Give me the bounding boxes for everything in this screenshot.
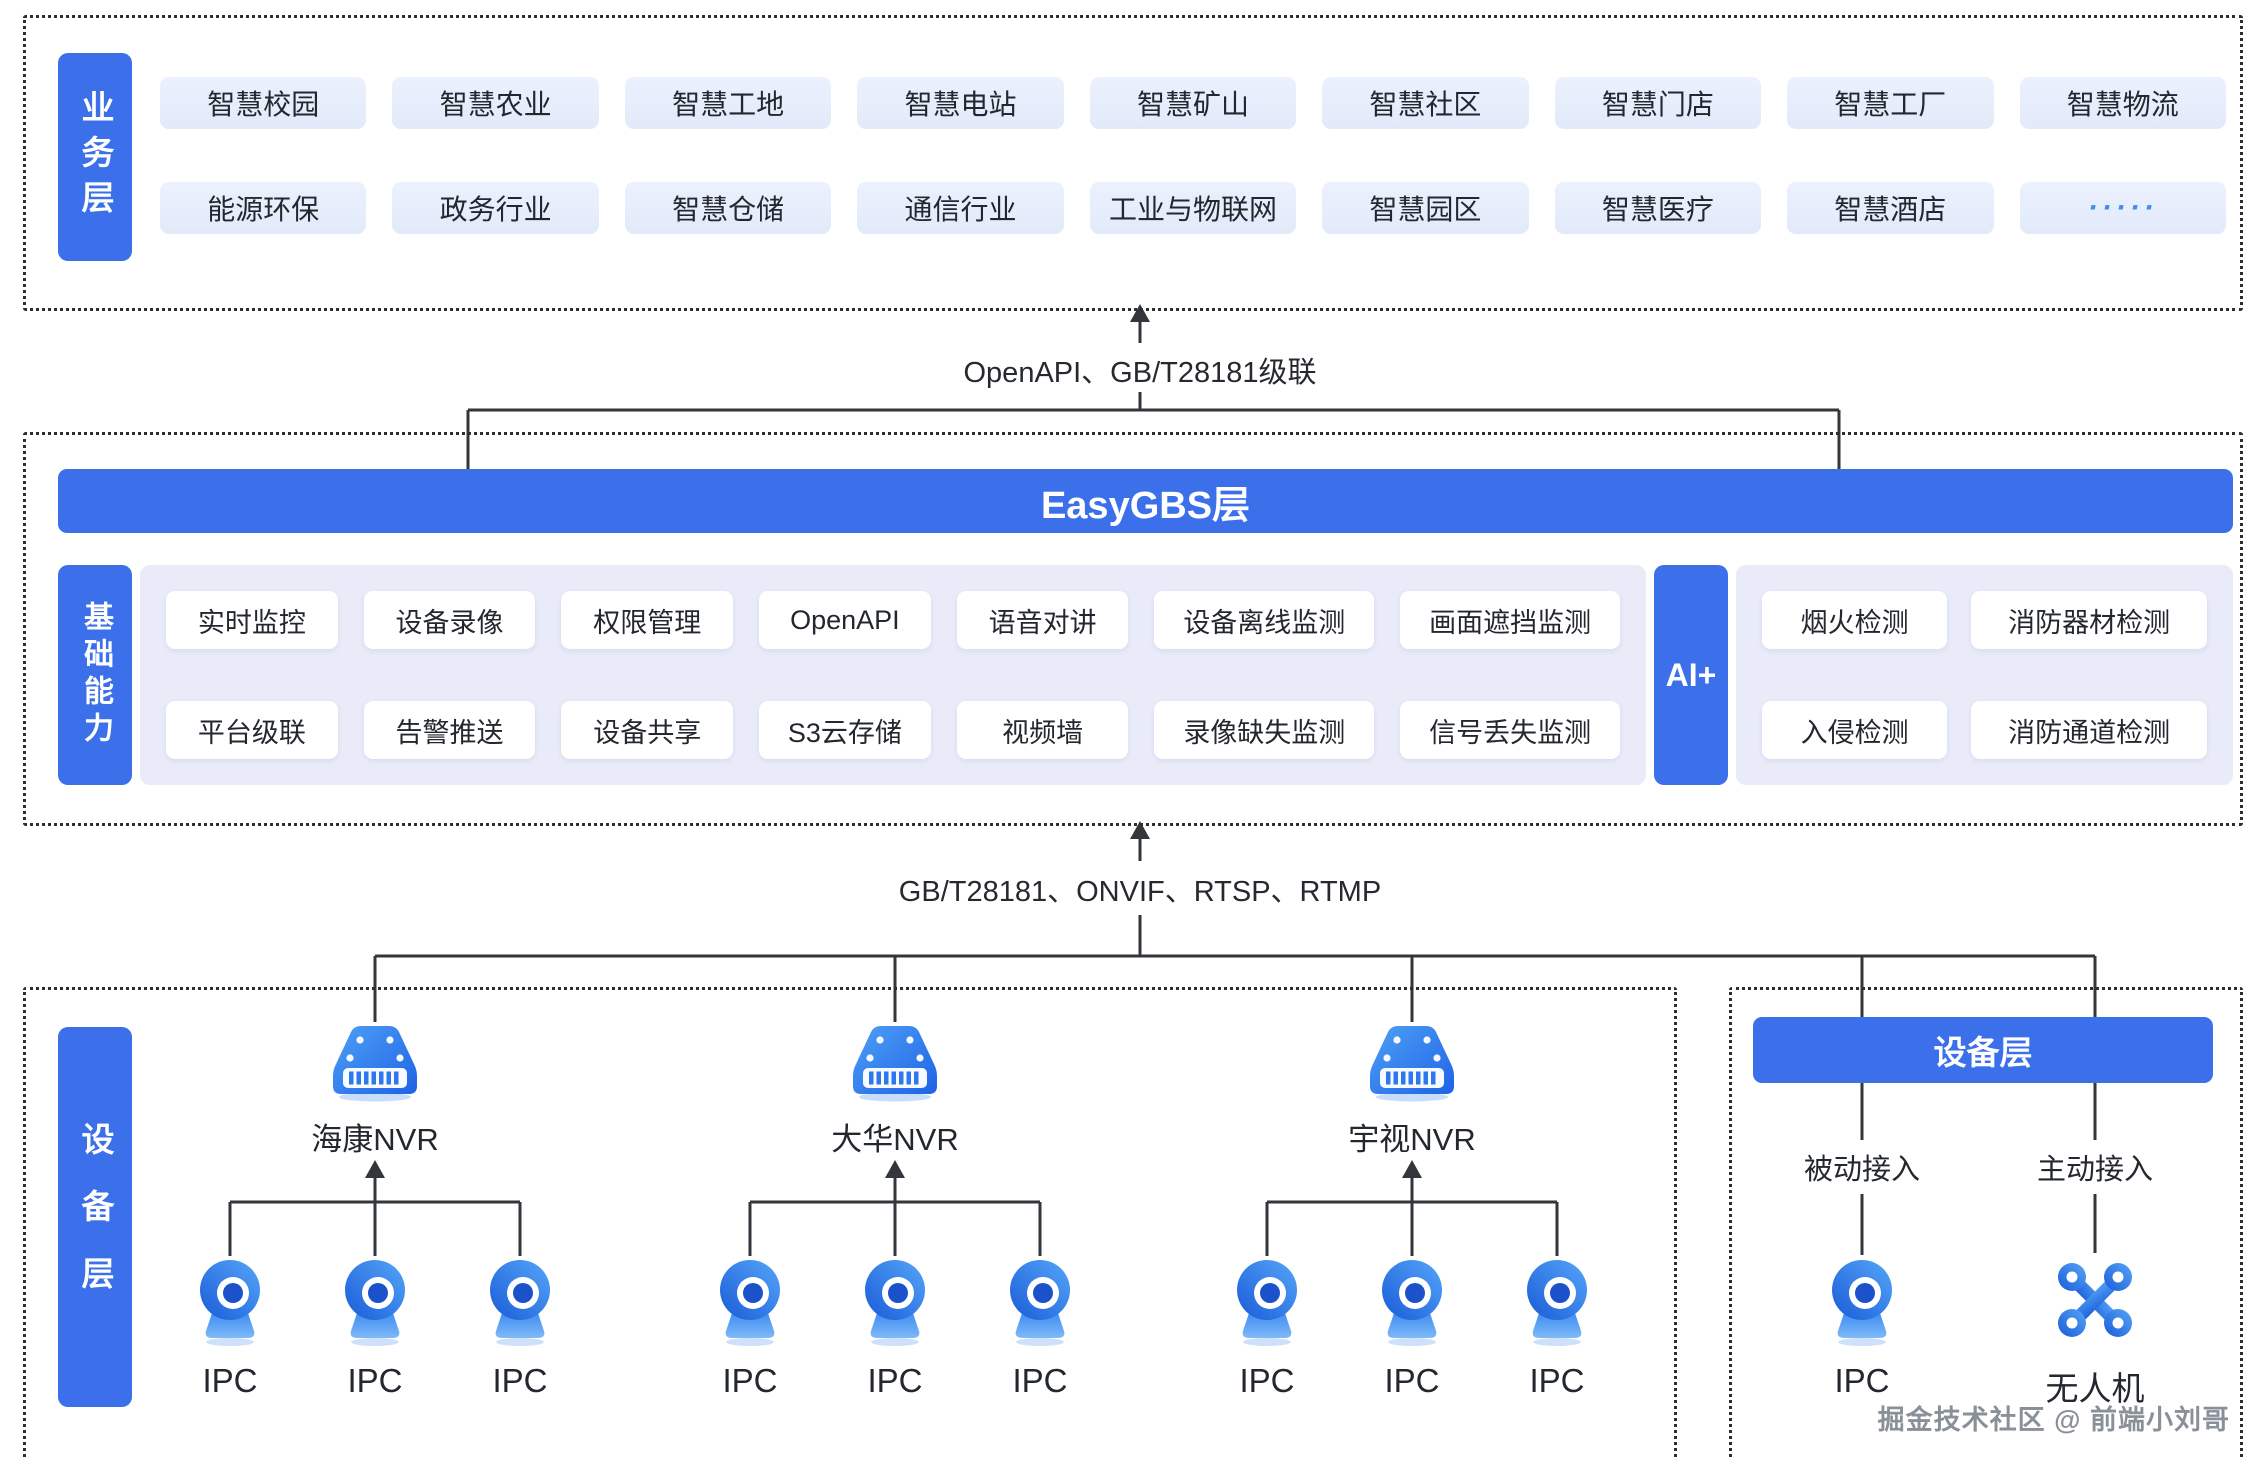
nvr-group-buses xyxy=(228,1176,1559,1256)
business-chip: 工业与物联网 xyxy=(1089,182,1297,234)
business-chip: 能源环保 xyxy=(160,182,367,234)
nvr-icon xyxy=(333,1026,417,1102)
business-chip: 智慧社区 xyxy=(1322,77,1529,129)
feature-pill: 告警推送 xyxy=(363,701,536,759)
business-chip: 智慧校园 xyxy=(160,77,367,129)
business-chip: 政务行业 xyxy=(392,182,599,234)
easygbs-bar: EasyGBS层 xyxy=(58,469,2233,533)
business-chip: 智慧农业 xyxy=(392,77,599,129)
business-chip: 智慧物流 xyxy=(2019,77,2226,129)
ipc-label: IPC xyxy=(347,1362,403,1399)
feature-pill: 设备共享 xyxy=(561,701,734,759)
business-chip: 智慧酒店 xyxy=(1787,182,1994,234)
device-layer-header: 设备层 xyxy=(1753,1017,2213,1083)
features-row-2: 平台级联 告警推送 设备共享 S3云存储 视频墙 录像缺失监测 信号丢失监测 xyxy=(166,701,1620,759)
feature-pill: 录像缺失监测 xyxy=(1154,701,1375,759)
ipc-camera-icon xyxy=(865,1260,925,1346)
device-access-box xyxy=(1729,987,2243,1460)
business-layer-box xyxy=(23,15,2243,311)
arrow-up-to-platform-layer xyxy=(1130,821,1150,839)
nvr-name: 大华NVR xyxy=(831,1122,959,1157)
business-chip: 智慧门店 xyxy=(1554,77,1762,129)
business-chip: 智慧园区 xyxy=(1322,182,1529,234)
feature-pill: 信号丢失监测 xyxy=(1400,701,1620,759)
more-ellipsis: ····· xyxy=(2019,182,2226,234)
ipc-label: IPC xyxy=(1239,1362,1295,1399)
nvr-name: 海康NVR xyxy=(311,1122,439,1157)
business-layer-label: 业务层 xyxy=(58,53,132,261)
capabilities-label: 基础能力 xyxy=(58,565,132,785)
ai-row-2: 入侵检测 消防通道检测 xyxy=(1762,701,2207,759)
ipc-label: IPC xyxy=(1384,1362,1440,1399)
ipc-camera-icon xyxy=(1527,1260,1587,1346)
drone-icon xyxy=(2058,1263,2132,1337)
feature-pill: 画面遮挡监测 xyxy=(1400,591,1620,649)
ipc-camera-icon xyxy=(345,1260,405,1346)
business-chip: 通信行业 xyxy=(857,182,1064,234)
ipc-camera-icon xyxy=(720,1260,780,1346)
access-lines xyxy=(1860,1083,2097,1255)
business-chip: 智慧仓储 xyxy=(624,182,832,234)
active-access-label: 主动接入 xyxy=(2036,1154,2154,1186)
feature-pill: 实时监控 xyxy=(166,591,338,649)
device-layer-label: 设备层 xyxy=(58,1027,132,1407)
ipc-camera-icon xyxy=(1237,1260,1297,1346)
device-layer-box xyxy=(23,987,1677,1460)
ai-plus-label: AI+ xyxy=(1654,565,1728,785)
arrow-up-to-business-layer xyxy=(1130,304,1150,322)
ai-feature-pill: 入侵检测 xyxy=(1762,701,1948,759)
arrow-up-to-nvr-3 xyxy=(1402,1160,1422,1178)
features-row-1: 实时监控 设备录像 权限管理 OpenAPI 语音对讲 设备离线监测 画面遮挡监… xyxy=(166,591,1620,649)
ipc-label: IPC xyxy=(1012,1362,1068,1399)
ipc-camera-icon xyxy=(1832,1260,1892,1346)
nvr-icon xyxy=(1370,1026,1454,1102)
ai-row-1: 烟火检测 消防器材检测 xyxy=(1762,591,2207,649)
arrow-up-to-nvr-1 xyxy=(365,1160,385,1178)
drone-label: 无人机 xyxy=(2045,1370,2145,1407)
top-protocol-label: OpenAPI、GB/T28181级联 xyxy=(963,357,1317,389)
business-chip: 智慧工厂 xyxy=(1787,77,1994,129)
feature-pill: 语音对讲 xyxy=(956,591,1129,649)
arrow-up-to-nvr-2 xyxy=(885,1160,905,1178)
ipc-label: IPC xyxy=(1834,1362,1890,1399)
business-chip: 智慧工地 xyxy=(624,77,832,129)
ai-feature-pill: 消防通道检测 xyxy=(1971,701,2207,759)
platform-layer-box xyxy=(23,432,2243,826)
business-row-1: 智慧校园 智慧农业 智慧工地 智慧电站 智慧矿山 智慧社区 智慧门店 智慧工厂 … xyxy=(160,77,2226,129)
ipc-label: IPC xyxy=(722,1362,778,1399)
ai-feature-pill: 烟火检测 xyxy=(1762,591,1948,649)
ipc-camera-icon xyxy=(1382,1260,1442,1346)
nvr-name: 宇视NVR xyxy=(1348,1122,1476,1157)
ipc-label: IPC xyxy=(1529,1362,1585,1399)
business-chip: 智慧电站 xyxy=(857,77,1064,129)
business-chip: 智慧矿山 xyxy=(1089,77,1297,129)
ipc-camera-icon xyxy=(1010,1260,1070,1346)
feature-pill: 设备录像 xyxy=(363,591,536,649)
passive-access-label: 被动接入 xyxy=(1803,1154,1921,1186)
ai-feature-pill: 消防器材检测 xyxy=(1971,591,2207,649)
feature-pill: 设备离线监测 xyxy=(1154,591,1375,649)
ipc-label: IPC xyxy=(202,1362,258,1399)
business-chip: 智慧医疗 xyxy=(1554,182,1762,234)
bottom-protocol-label: GB/T28181、ONVIF、RTSP、RTMP xyxy=(898,876,1382,908)
feature-pill: 视频墙 xyxy=(956,701,1129,759)
feature-pill: 平台级联 xyxy=(166,701,338,759)
ipc-camera-icon xyxy=(490,1260,550,1346)
ipc-label: IPC xyxy=(492,1362,548,1399)
ipc-label: IPC xyxy=(867,1362,923,1399)
watermark: 掘金技术社区 @ 前端小刘哥 xyxy=(1877,1405,2230,1435)
feature-pill: 权限管理 xyxy=(561,591,734,649)
capabilities-panel: 实时监控 设备录像 权限管理 OpenAPI 语音对讲 设备离线监测 画面遮挡监… xyxy=(140,565,1646,785)
business-row-2: 能源环保 政务行业 智慧仓储 通信行业 工业与物联网 智慧园区 智慧医疗 智慧酒… xyxy=(160,182,2226,234)
ai-panel: 烟火检测 消防器材检测 入侵检测 消防通道检测 xyxy=(1736,565,2233,785)
nvr-icon xyxy=(853,1026,937,1102)
feature-pill: S3云存储 xyxy=(759,701,931,759)
feature-pill: OpenAPI xyxy=(759,591,931,649)
connector-top xyxy=(466,321,1841,470)
ipc-camera-icon xyxy=(200,1260,260,1346)
